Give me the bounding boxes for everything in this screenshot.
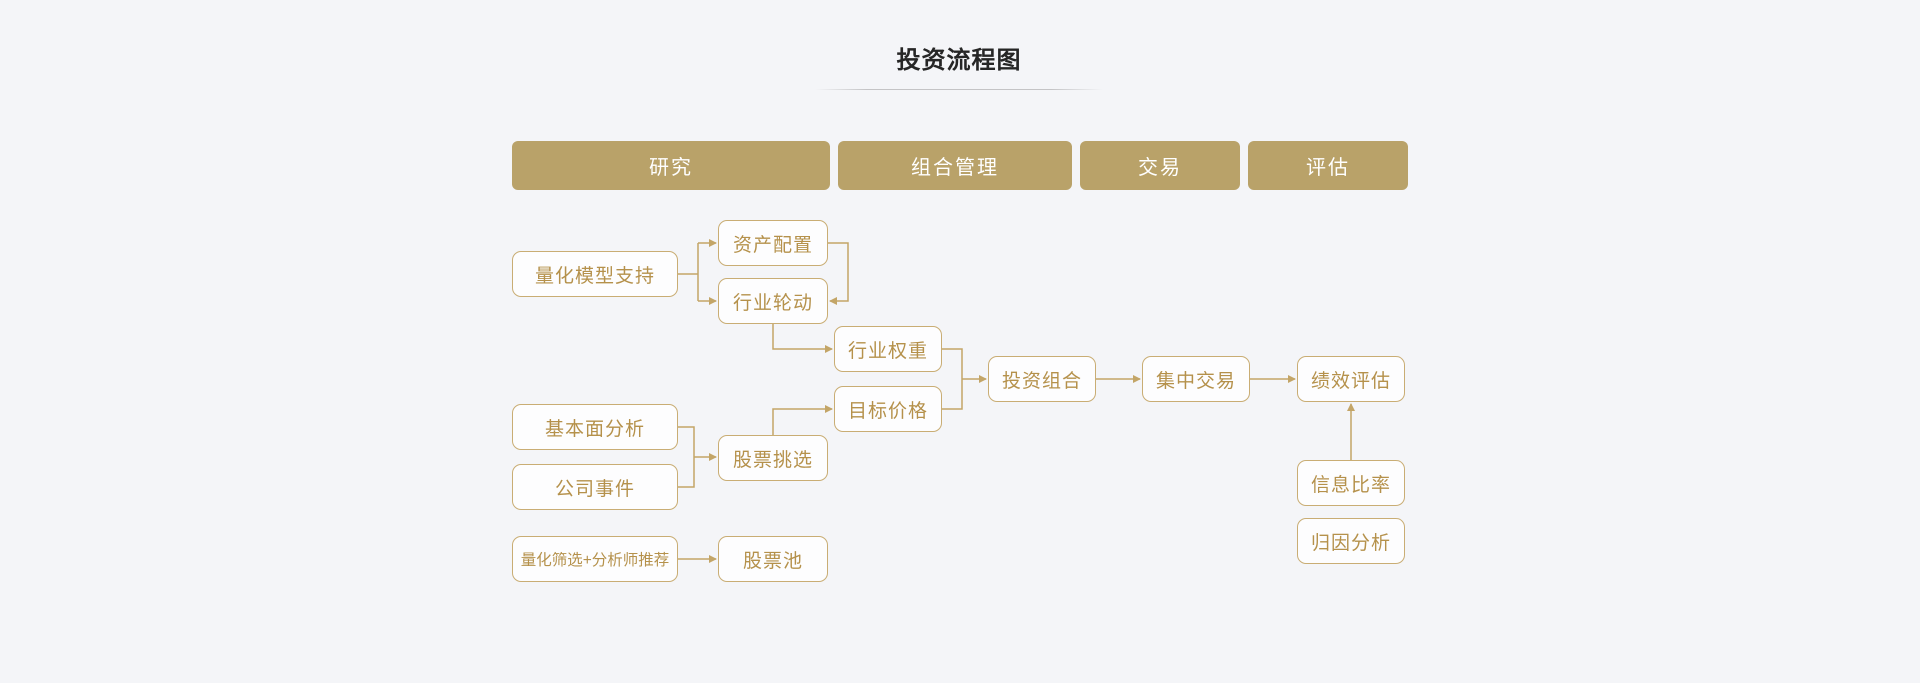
connector-weight-price-merge-bracket	[942, 348, 963, 410]
stage-trading-label: 交易	[1138, 157, 1182, 179]
flow-node-fundamental-analysis: 基本面分析	[512, 404, 678, 450]
flow-node-quant-screening-analyst-recommendation: 量化筛选+分析师推荐	[512, 536, 678, 582]
flow-node-target-price-label: 目标价格	[847, 400, 928, 422]
stage-evaluation: 评估	[1248, 141, 1408, 190]
flow-node-asset-allocation-label: 资产配置	[732, 234, 813, 256]
flow-node-information-ratio-label: 信息比率	[1310, 474, 1391, 496]
flow-node-stock-selection-label: 股票挑选	[732, 449, 813, 471]
connector-analysis-events-merge-bracket	[678, 426, 695, 488]
flow-node-centralized-trading-label: 集中交易	[1155, 370, 1236, 392]
arrow-asset-allocation-to-industry-rotation	[828, 242, 849, 305]
flow-node-centralized-trading: 集中交易	[1142, 356, 1250, 402]
stage-portfolio-management: 组合管理	[838, 141, 1072, 190]
flow-node-asset-allocation: 资产配置	[718, 220, 828, 266]
flow-node-performance-evaluation: 绩效评估	[1297, 356, 1405, 402]
arrow-stock-selection-to-target-price	[772, 405, 833, 435]
flow-node-attribution-analysis: 归因分析	[1297, 518, 1405, 564]
flow-node-quant-model-support: 量化模型支持	[512, 251, 678, 297]
flow-node-fundamental-analysis-label: 基本面分析	[544, 418, 645, 440]
flow-node-industry-weight-label: 行业权重	[847, 340, 928, 362]
flow-node-company-events-label: 公司事件	[554, 478, 635, 500]
title-divider	[815, 89, 1103, 90]
flow-node-company-events: 公司事件	[512, 464, 678, 510]
flow-node-quant-screening-analyst-recommendation-label: 量化筛选+分析师推荐	[520, 552, 670, 569]
flow-node-investment-portfolio: 投资组合	[988, 356, 1096, 402]
stage-research-label: 研究	[649, 157, 693, 179]
flow-node-industry-rotation: 行业轮动	[718, 278, 828, 324]
flow-node-performance-evaluation-label: 绩效评估	[1310, 370, 1391, 392]
stage-evaluation-label: 评估	[1306, 157, 1350, 179]
flow-node-stock-pool: 股票池	[718, 536, 828, 582]
flow-node-stock-selection: 股票挑选	[718, 435, 828, 481]
flow-node-quant-model-support-label: 量化模型支持	[534, 265, 655, 287]
stage-portfolio-management-label: 组合管理	[911, 157, 999, 179]
stage-trading: 交易	[1080, 141, 1240, 190]
flow-node-investment-portfolio-label: 投资组合	[1001, 370, 1082, 392]
flow-node-stock-pool-label: 股票池	[742, 550, 803, 572]
flow-node-industry-rotation-label: 行业轮动	[732, 292, 813, 314]
flow-node-industry-weight: 行业权重	[834, 326, 942, 372]
flow-node-target-price: 目标价格	[834, 386, 942, 432]
flow-node-attribution-analysis-label: 归因分析	[1310, 532, 1391, 554]
flow-node-information-ratio: 信息比率	[1297, 460, 1405, 506]
arrow-industry-rotation-to-industry-weight	[772, 324, 833, 353]
page-title: 投资流程图	[896, 47, 1022, 74]
stage-research: 研究	[512, 141, 830, 190]
